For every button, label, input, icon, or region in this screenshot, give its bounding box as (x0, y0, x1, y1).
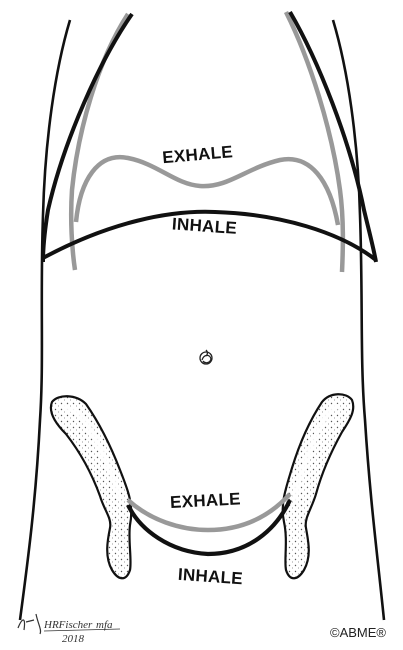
svg-text:2018: 2018 (62, 633, 85, 645)
pelvis-left-bone (51, 396, 131, 578)
svg-text:HRFischer: HRFischer (43, 619, 93, 631)
torso-left-outline (20, 20, 70, 620)
navel-icon (200, 350, 212, 364)
artist-signature: HRFischer mfa 2018 (18, 614, 120, 645)
ribcage-exhale-right (286, 12, 343, 272)
diaphragm-exhale-curve (76, 157, 338, 225)
pelvis-right-bone (283, 394, 354, 578)
pelvic-inhale-label: INHALE (177, 565, 243, 588)
diaphragm-inhale-label: INHALE (171, 214, 237, 237)
torso-right-outline (333, 20, 384, 620)
diaphragm-exhale-label: EXHALE (162, 142, 234, 167)
pelvic-exhale-label: EXHALE (170, 489, 242, 512)
copyright-text: ©ABME® (330, 625, 386, 640)
